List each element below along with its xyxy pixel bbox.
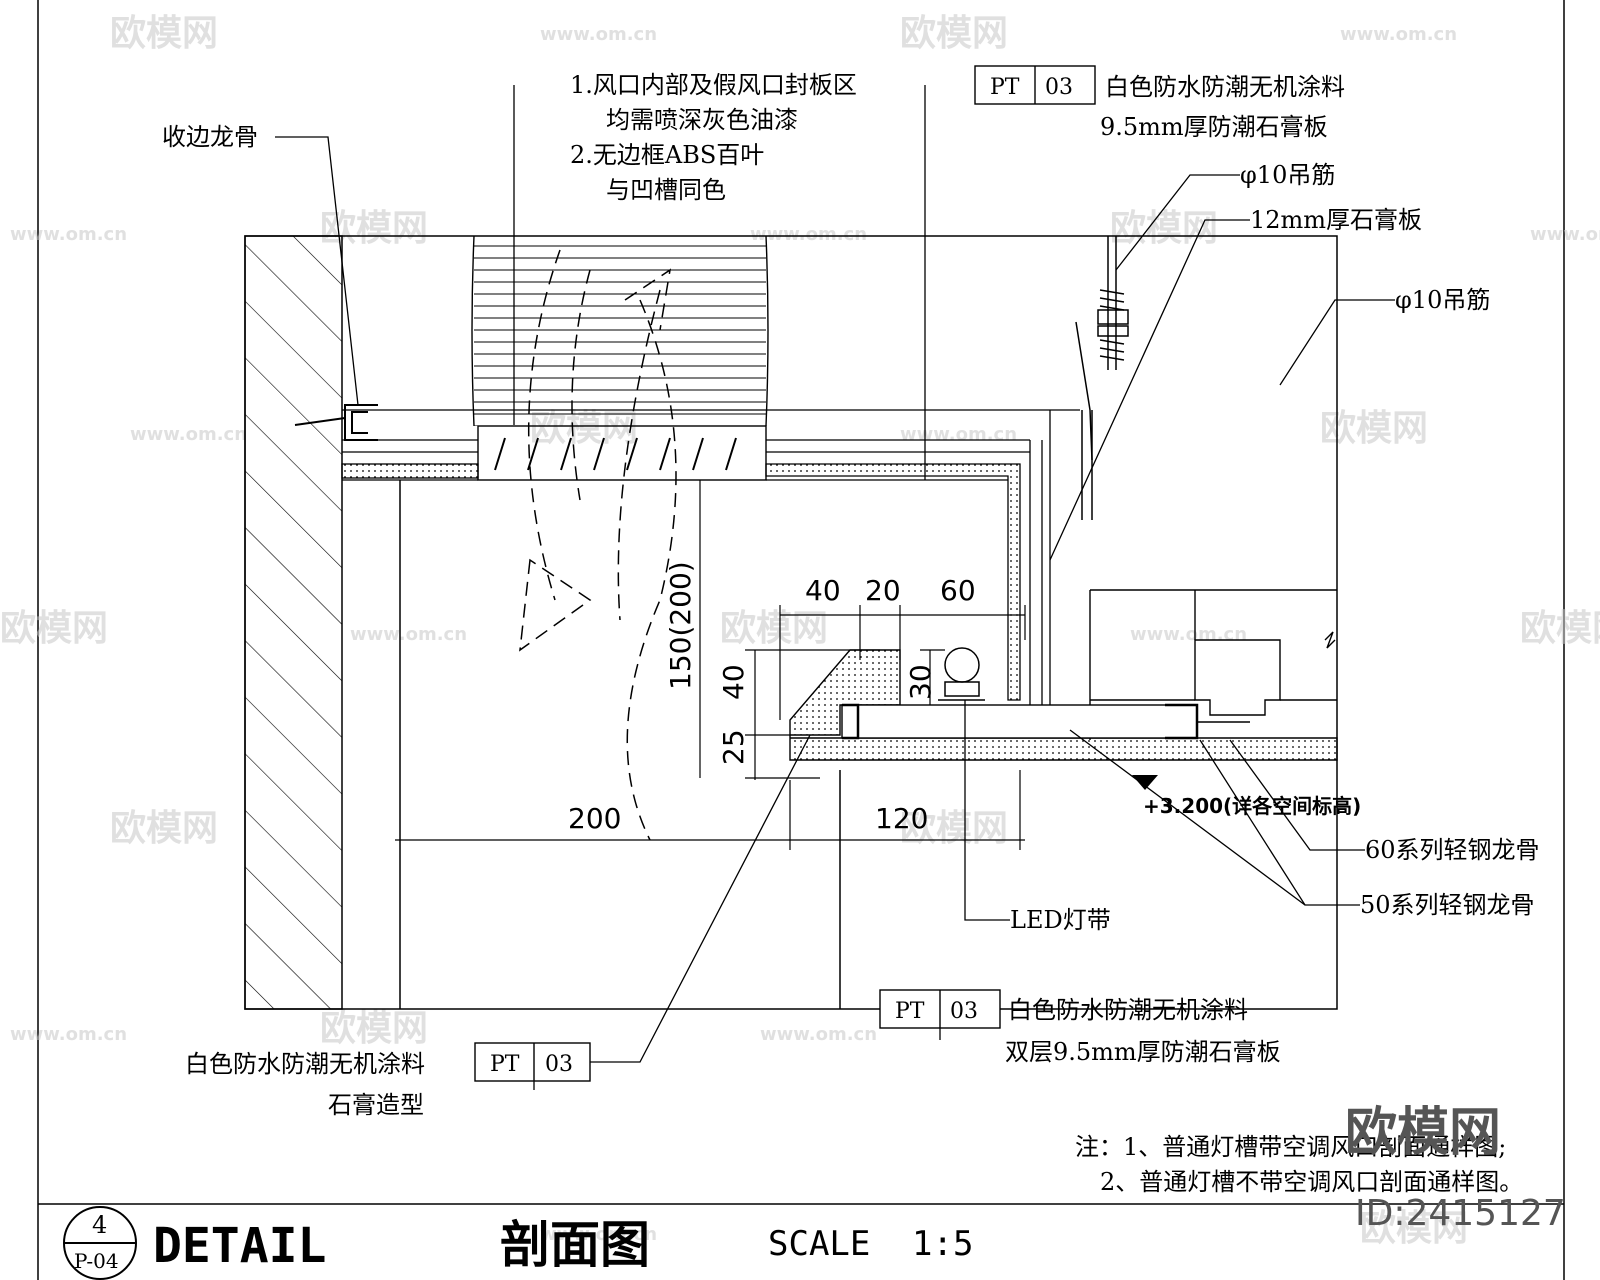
svg-text:www.om.cn: www.om.cn bbox=[350, 624, 467, 645]
svg-text:PT: PT bbox=[490, 1052, 520, 1077]
svg-text:www.om.cn: www.om.cn bbox=[1530, 224, 1600, 245]
svg-text:欧模网: 欧模网 bbox=[0, 608, 108, 649]
dimension-lines bbox=[395, 480, 1026, 850]
vent-note-1b: 均需喷深灰色油漆 bbox=[606, 106, 798, 134]
tag-bottom: PT 03 bbox=[879, 989, 1001, 1029]
svg-text:PT: PT bbox=[990, 75, 1020, 100]
svg-text:03: 03 bbox=[950, 999, 978, 1024]
hanger-2-label: φ10吊筋 bbox=[1395, 286, 1490, 314]
elevation-label: +3.200(详各空间标高) bbox=[1143, 794, 1361, 818]
svg-text:PT: PT bbox=[895, 999, 925, 1024]
detail-title: DETAIL bbox=[153, 1218, 326, 1274]
bottom-paint-label: 白色防水防潮无机涂料 bbox=[1008, 996, 1248, 1024]
dim-25: 25 bbox=[717, 729, 750, 765]
dim-40a: 40 bbox=[805, 574, 841, 607]
vent-note-2: 2.无边框ABS百叶 bbox=[570, 141, 764, 169]
svg-text:www.om.cn: www.om.cn bbox=[760, 1024, 877, 1045]
top-paint-label: 白色防水防潮无机涂料 bbox=[1105, 73, 1345, 101]
dim-120: 120 bbox=[875, 802, 928, 835]
light-trough-gypsum-shape bbox=[789, 649, 1338, 761]
dim-20: 20 bbox=[865, 574, 901, 607]
svg-text:03: 03 bbox=[1045, 75, 1073, 100]
svg-text:欧模网: 欧模网 bbox=[1360, 1208, 1468, 1249]
top-board-label: 9.5mm厚防潮石膏板 bbox=[1100, 113, 1328, 141]
edge-keel bbox=[294, 404, 378, 441]
sheet-number: P-04 bbox=[74, 1249, 119, 1273]
svg-text:www.om.cn: www.om.cn bbox=[130, 424, 247, 445]
svg-text:www.om.cn: www.om.cn bbox=[1340, 24, 1457, 45]
scale-label: SCALE bbox=[768, 1224, 870, 1264]
sheet-frame bbox=[37, 0, 1565, 1280]
left-paint-label: 白色防水防潮无机涂料 bbox=[185, 1050, 425, 1078]
footnote-line-2: 2、普通灯槽不带空调风口剖面通样图。 bbox=[1100, 1168, 1523, 1196]
svg-text:03: 03 bbox=[545, 1052, 573, 1077]
bottom-board-label: 双层9.5mm厚防潮石膏板 bbox=[1005, 1038, 1281, 1066]
dim-60: 60 bbox=[940, 574, 976, 607]
upper-ceiling-board bbox=[341, 409, 1080, 705]
svg-text:欧模网: 欧模网 bbox=[900, 13, 1008, 54]
svg-text:www.om.cn: www.om.cn bbox=[10, 1024, 127, 1045]
watermark-id: ID:2415127 bbox=[1355, 1193, 1566, 1234]
svg-text:欧模网: 欧模网 bbox=[110, 808, 218, 849]
svg-text:欧模网: 欧模网 bbox=[1110, 208, 1218, 249]
svg-text:欧模网: 欧模网 bbox=[720, 608, 828, 649]
hanger-1-label: φ10吊筋 bbox=[1240, 161, 1335, 189]
upper-right-structure bbox=[1089, 589, 1337, 740]
elevation-marker-icon bbox=[1132, 775, 1158, 790]
tag-top: PT 03 bbox=[974, 65, 1096, 105]
leader-lines bbox=[275, 85, 1395, 1090]
svg-text:欧模网: 欧模网 bbox=[1320, 408, 1428, 449]
section-outline bbox=[244, 235, 1338, 1010]
svg-text:欧模网: 欧模网 bbox=[1520, 608, 1600, 649]
svg-text:欧模网: 欧模网 bbox=[900, 808, 1008, 849]
dim-30: 30 bbox=[904, 664, 937, 700]
keel-50-label: 50系列轻钢龙骨 bbox=[1360, 891, 1535, 919]
air-vent-duct bbox=[471, 235, 769, 481]
svg-text:www.om.cn: www.om.cn bbox=[750, 224, 867, 245]
tag-left: PT 03 bbox=[474, 1042, 591, 1082]
dim-40b: 40 bbox=[717, 664, 750, 700]
svg-text:www.om.cn: www.om.cn bbox=[900, 424, 1017, 445]
scale-value: 1:5 bbox=[912, 1224, 973, 1264]
section-title: 剖面图 bbox=[500, 1216, 650, 1274]
vent-note-1: 1.风口内部及假风口封板区 bbox=[570, 71, 857, 99]
svg-text:www.om.cn: www.om.cn bbox=[540, 1224, 657, 1245]
gypsum-12-label: 12mm厚石膏板 bbox=[1250, 206, 1422, 234]
keel-60-label: 60系列轻钢龙骨 bbox=[1365, 836, 1540, 864]
dim-200: 200 bbox=[568, 802, 621, 835]
concrete-wall bbox=[244, 235, 343, 1010]
svg-text:欧模网: 欧模网 bbox=[320, 1008, 428, 1049]
edge-keel-label: 收边龙骨 bbox=[162, 123, 258, 151]
svg-text:欧模网: 欧模网 bbox=[110, 13, 218, 54]
left-shape-label: 石膏造型 bbox=[328, 1091, 424, 1119]
hanger-rod bbox=[1075, 236, 1129, 520]
svg-text:www.om.cn: www.om.cn bbox=[1130, 624, 1247, 645]
detail-callout-icon: 4 P-04 bbox=[63, 1206, 137, 1280]
detail-number: 4 bbox=[92, 1211, 107, 1239]
airflow-arrows bbox=[519, 249, 677, 841]
svg-text:www.om.cn: www.om.cn bbox=[10, 224, 127, 245]
footnote-line-1: 注：1、普通灯槽带空调风口剖面通样图; bbox=[1075, 1133, 1506, 1161]
led-strip-label: LED灯带 bbox=[1010, 906, 1111, 934]
svg-text:www.om.cn: www.om.cn bbox=[540, 24, 657, 45]
vent-note-2b: 与凹槽同色 bbox=[606, 176, 726, 204]
led-strip-fixture bbox=[938, 647, 985, 701]
dim-150: 150(200) bbox=[664, 561, 697, 690]
watermark-brand: 欧模网 bbox=[1345, 1103, 1501, 1163]
